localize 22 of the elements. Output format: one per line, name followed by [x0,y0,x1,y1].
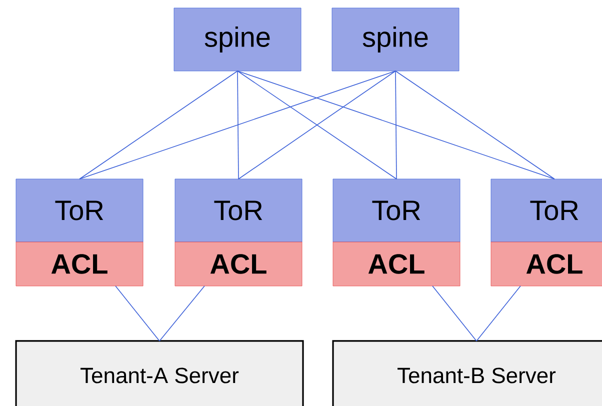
connection-line [237,70,555,180]
connection-line [79,70,396,180]
connection-line [237,70,239,180]
acl-box: ACL [16,242,144,286]
connection-line [159,286,205,342]
switch-box: ToR [490,178,602,242]
server-box: Tenant-A Server [15,340,304,406]
connection-line [115,286,160,342]
switch-box: ToR [16,178,144,242]
server-box: Tenant-B Server [332,340,602,406]
acl-box: ACL [174,242,302,286]
acl-box: ACL [332,242,460,286]
spine-box: spine [174,8,302,72]
connection-line [395,70,555,180]
acl-box: ACL [490,242,602,286]
connection-line [432,286,477,342]
connection-line [79,70,238,180]
connection-line [476,286,521,342]
spine-box: spine [332,8,460,72]
switch-box: ToR [174,178,302,242]
switch-box: ToR [332,178,460,242]
connection-line [395,70,397,180]
